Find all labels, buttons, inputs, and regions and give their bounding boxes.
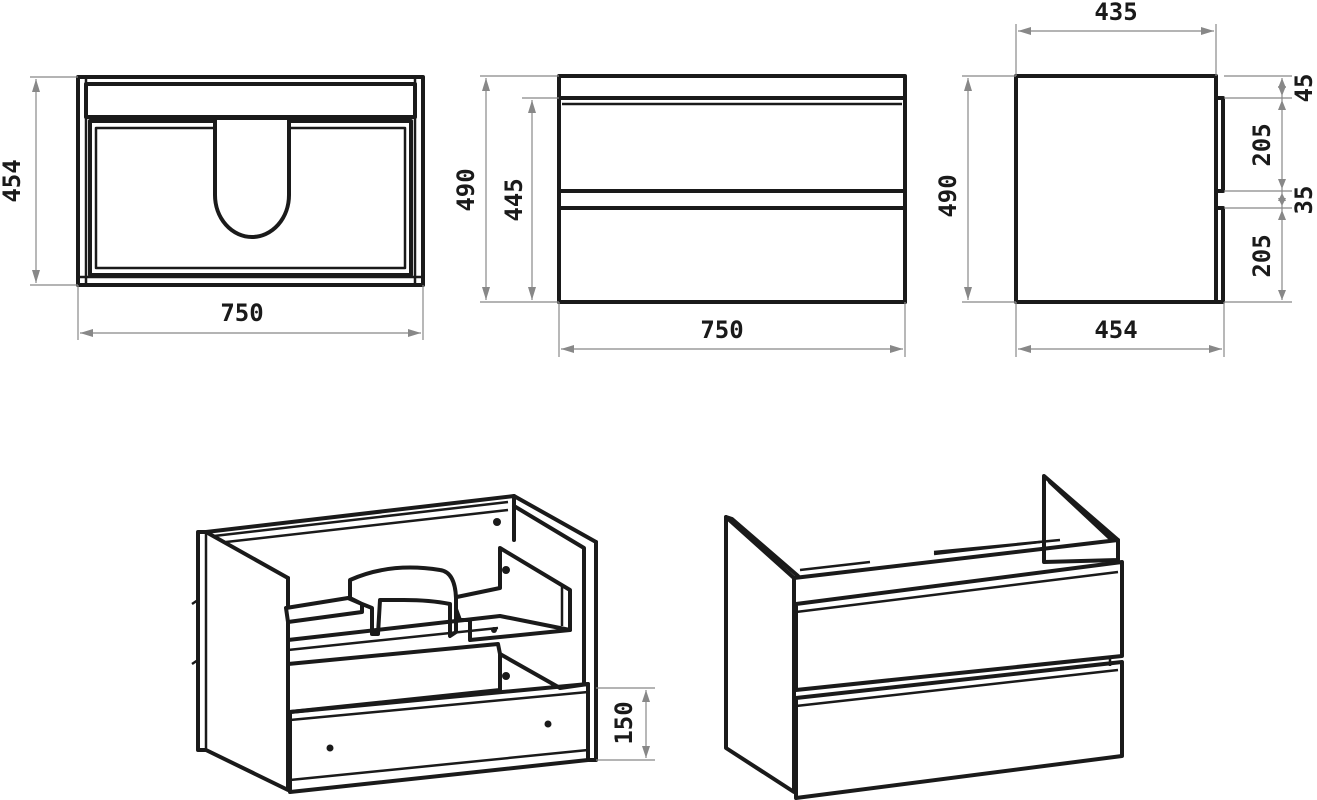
front-view: 490 445 750 — [452, 74, 907, 357]
front-view-height-label: 490 — [452, 168, 480, 211]
side-view-outline — [1014, 74, 1218, 304]
side-view-gap-top-label: 45 — [1290, 74, 1317, 103]
side-view-drawer-front-bottom — [1214, 206, 1225, 304]
iso-open-left-panel — [196, 530, 290, 792]
top-view-back-panel — [84, 82, 417, 119]
top-view: 454 750 — [0, 75, 425, 340]
iso-closed-left-panel — [724, 515, 796, 794]
side-view-depth-bottom-label: 454 — [1094, 316, 1137, 344]
front-view-width-label: 750 — [700, 316, 743, 344]
front-view-drawer-top — [557, 96, 907, 193]
iso-closed-drawer-top — [794, 560, 1124, 692]
side-view-gap-mid-label: 35 — [1290, 186, 1317, 215]
closed-iso-view — [724, 474, 1124, 800]
side-view-drawer-front-top — [1214, 96, 1225, 193]
side-view-drawer2-label: 205 — [1248, 234, 1276, 277]
side-view-depth-top-label: 435 — [1094, 0, 1137, 26]
front-view-drawer-gap — [557, 189, 907, 210]
top-view-outline — [76, 75, 425, 287]
side-view-height-label: 490 — [934, 174, 962, 217]
front-view-drawer-bottom — [557, 206, 907, 304]
front-view-drawer-height-label: 445 — [500, 178, 528, 221]
top-view-depth-label: 454 — [0, 159, 26, 202]
iso-siphon-cutout — [348, 565, 458, 638]
top-view-width-label: 750 — [220, 299, 263, 327]
open-iso-view: 150 — [191, 494, 655, 794]
iso-drawer-front-height-label: 150 — [610, 701, 638, 744]
iso-open-lower-drawer — [288, 652, 590, 794]
side-view: 435 490 45 205 35 205 454 — [934, 0, 1317, 357]
side-view-drawer1-label: 205 — [1248, 123, 1276, 166]
siphon-cutout — [213, 118, 291, 239]
